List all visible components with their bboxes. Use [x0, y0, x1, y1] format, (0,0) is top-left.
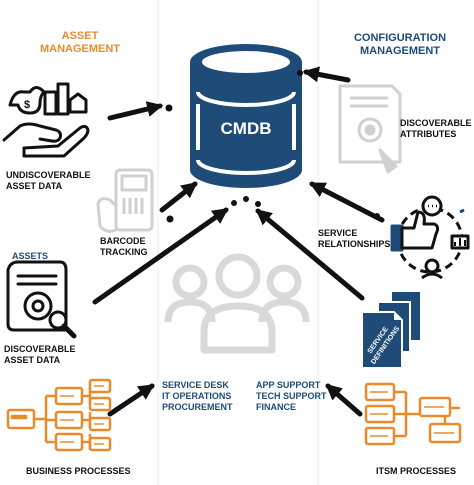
- service-relationships-line1: SERVICE: [318, 228, 358, 238]
- database-cylinder-icon: [190, 44, 302, 188]
- money-bags-hand-icon: $: [2, 82, 90, 158]
- arrow-attributes-to-cmdb: [302, 66, 351, 83]
- people-group-icon: [164, 253, 310, 354]
- arrow-barcode-to-cmdb: [159, 181, 198, 213]
- asset-management-heading: ASSET MANAGEMENT: [20, 30, 140, 56]
- discoverable-asset-data-label: DISCOVERABLE ASSET DATA: [4, 344, 104, 366]
- app-support-group-label: APP SUPPORT TECH SUPPORT FINANCE: [256, 380, 336, 413]
- barcode-tracking-label: BARCODE TRACKING: [100, 236, 170, 258]
- discoverable-asset-data-line2: ASSET DATA: [4, 355, 61, 365]
- barcode-tracking-line1: BARCODE: [100, 236, 146, 246]
- service-desk-group-label: SERVICE DESK IT OPERATIONS PROCUREMENT: [162, 380, 252, 413]
- flow-arrows: [92, 66, 385, 417]
- discoverable-attributes-line1: DISCOVERABLE: [400, 118, 472, 128]
- svg-text:$: $: [24, 99, 30, 111]
- arrow-relationships-to-cmdb: [309, 181, 385, 223]
- thumbs-up-network-icon: [390, 195, 470, 280]
- arrow-servicedefs-to-cmdb: [255, 208, 365, 301]
- configuration-management-line2: MANAGEMENT: [359, 45, 441, 57]
- undiscoverable-line1: UNDISCOVERABLE: [6, 170, 91, 180]
- business-flowchart-icon: [6, 378, 112, 452]
- arrow-dots: [165, 70, 380, 223]
- arrow-itsm-to-appsupport: [325, 383, 363, 417]
- undiscoverable-asset-data-label: UNDISCOVERABLE ASSET DATA: [6, 170, 106, 192]
- asset-management-line2: MANAGEMENT: [39, 43, 121, 55]
- assets-label: ASSETS: [12, 251, 49, 261]
- service-desk-line: SERVICE DESK: [162, 380, 229, 390]
- service-relationships-label: SERVICE RELATIONSHIPS: [318, 228, 398, 250]
- service-relationships-line2: RELATIONSHIPS: [318, 239, 391, 249]
- arrow-assets-to-cmdb: [92, 207, 229, 305]
- discoverable-attributes-line2: ATTRIBUTES: [400, 129, 457, 139]
- service-documents-icon: [361, 292, 420, 369]
- discoverable-asset-data-line1: DISCOVERABLE: [4, 344, 76, 354]
- cmdb-label: CMDB: [220, 119, 272, 138]
- business-processes-label: BUSINESS PROCESSES: [26, 466, 131, 476]
- asset-management-line1: ASSET: [61, 30, 99, 42]
- discoverable-attributes-label: DISCOVERABLE ATTRIBUTES: [400, 118, 474, 140]
- itsm-flowchart-icon: [364, 382, 462, 446]
- tech-support-line: TECH SUPPORT: [256, 391, 327, 401]
- clipboard-gear-icon: [338, 84, 402, 174]
- undiscoverable-line2: ASSET DATA: [6, 181, 63, 191]
- it-operations-line: IT OPERATIONS: [162, 391, 232, 401]
- arrow-undiscoverable-to-cmdb: [107, 101, 164, 121]
- barcode-tracking-line2: TRACKING: [100, 247, 148, 257]
- itsm-processes-label: ITSM PROCESSES: [376, 466, 457, 476]
- finance-line: FINANCE: [256, 402, 296, 412]
- document-gear-magnifier-icon: [6, 260, 77, 339]
- barcode-scanner-icon: [96, 168, 154, 233]
- configuration-management-line1: CONFIGURATION: [353, 32, 447, 44]
- arrow-business-to-servicedesk: [107, 383, 155, 417]
- app-support-line: APP SUPPORT: [256, 380, 321, 390]
- procurement-line: PROCUREMENT: [162, 402, 233, 412]
- configuration-management-heading: CONFIGURATION MANAGEMENT: [330, 32, 470, 58]
